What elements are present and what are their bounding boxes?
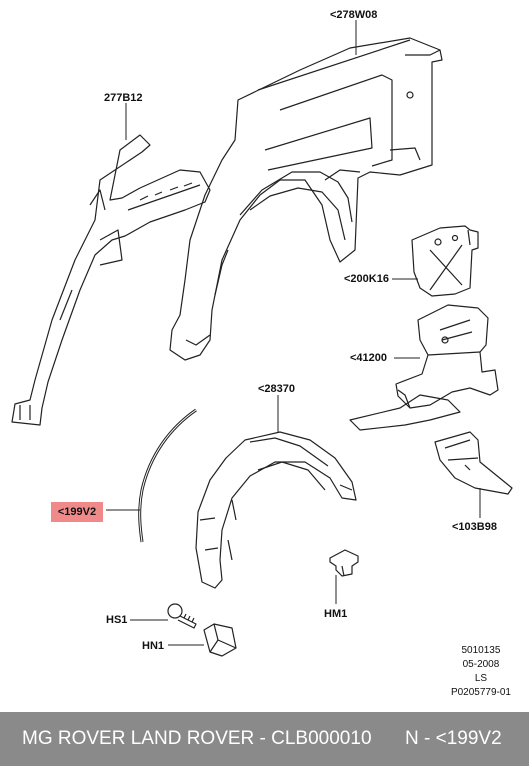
crossmember-drawing <box>349 304 499 431</box>
label-screw: HS1 <box>106 614 128 626</box>
wheelhouse-liner-drawing <box>195 431 357 589</box>
label-roof-panel: <278W08 <box>330 9 378 21</box>
drawing-metadata: 5010135 05-2008 LS P0205779-01 <box>451 644 511 700</box>
label-moulding-highlighted[interactable]: <199V2 <box>51 502 103 522</box>
label-pillar: 277B12 <box>104 92 143 104</box>
meta-line-2: 05-2008 <box>462 659 500 670</box>
clip-drawing <box>329 549 359 577</box>
meta-line-4: P0205779-01 <box>450 687 511 698</box>
label-nut: HN1 <box>142 640 165 652</box>
screw-drawing <box>167 603 197 629</box>
footer-title: MG ROVER LAND ROVER - CLB000010 <box>22 728 372 749</box>
footer-bar: MG ROVER LAND ROVER - CLB000010 N - <199… <box>0 712 529 766</box>
quarter-panel-drawing <box>169 37 443 361</box>
footer-part-code: N - <199V2 <box>405 728 502 749</box>
meta-line-1: 5010135 <box>461 645 501 656</box>
label-clip: HM1 <box>324 608 348 620</box>
parts-diagram <box>11 20 513 657</box>
label-crossmember: <41200 <box>350 352 388 364</box>
leader-lines <box>106 20 481 646</box>
label-wheelhouse-liner: <28370 <box>258 383 296 395</box>
nut-drawing <box>203 623 237 657</box>
label-bracket: <200K16 <box>344 273 389 285</box>
meta-line-3: LS <box>474 673 488 684</box>
gusset-drawing <box>434 431 513 495</box>
label-gusset: <103B98 <box>452 521 497 533</box>
bracket-drawing <box>411 225 479 297</box>
pillar-drawing <box>11 134 211 426</box>
moulding-strip-drawing <box>138 408 197 543</box>
